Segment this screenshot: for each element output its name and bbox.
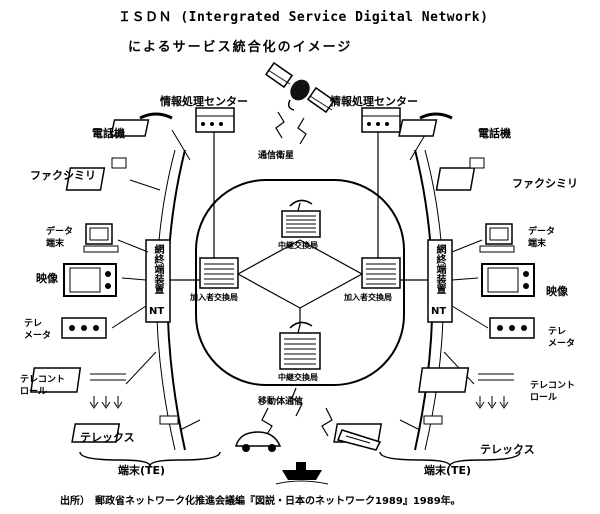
nt-right-label: 網終端装置 (434, 244, 445, 294)
nt-right-box (427, 239, 453, 323)
exchange-links (237, 239, 364, 309)
right-telemeter-icon (489, 317, 535, 339)
ship-icon (275, 462, 329, 485)
left-telemeter-icon (61, 317, 107, 339)
left-telex-icon (71, 415, 179, 443)
info-center-left-label: 情報処理センター (160, 95, 248, 108)
te-brace-left (79, 451, 221, 467)
left-telecontrol-icon (30, 367, 126, 409)
satellite-icon (264, 61, 336, 114)
satellite-label: 通信衛星 (258, 151, 295, 161)
right-fax-icon (435, 157, 485, 191)
right-fax-label: ファクシミリ (512, 177, 578, 190)
left-data-terminal-icon (83, 223, 119, 253)
relay-exchange-top-icon (281, 199, 321, 238)
info-center-right-icon (361, 107, 401, 133)
nt-left-label: 網終端装置 (152, 244, 163, 294)
right-phone-label: 電話機 (478, 127, 511, 140)
mobile-signal (291, 387, 303, 417)
mobile-comm-label: 移動体通信 (258, 397, 304, 407)
right-video-icon (481, 263, 535, 297)
left-telemeter-label: テレ メータ (24, 319, 52, 341)
page-subtitle: によるサービス統合化のイメージ (128, 40, 353, 55)
relay-exchange-bottom-label: 中継交換局 (278, 373, 318, 382)
left-phone-label: 電話機 (92, 127, 125, 140)
right-data-terminal-label: データ 端末 (528, 227, 556, 249)
local-exchange-right-label: 加入者交換局 (344, 293, 392, 302)
central-network (195, 179, 405, 386)
local-exchange-left-icon (199, 257, 239, 289)
left-fax-icon (65, 157, 127, 191)
page-title: ＩＳＤＮ (Intergrated Service Digital Networ… (118, 10, 489, 25)
right-telex-label: テレックス (480, 443, 535, 456)
info-center-right-label: 情報処理センター (330, 95, 418, 108)
right-telecontrol-label: テレコント ロール (530, 381, 576, 403)
right-telemeter-label: テレ メータ (548, 327, 576, 349)
train-icon (336, 429, 382, 451)
relay-exchange-top-label: 中継交換局 (278, 241, 318, 250)
left-data-terminal-label: データ 端末 (46, 227, 74, 249)
left-video-icon (63, 263, 117, 297)
info-center-left-icon (195, 107, 235, 133)
left-fax-label: ファクシミリ (30, 169, 96, 182)
left-telex-label: テレックス (80, 431, 135, 444)
right-video-label: 映像 (546, 285, 568, 298)
nt-left-box (145, 239, 171, 323)
right-data-terminal-icon (479, 223, 515, 253)
local-exchange-right-icon (361, 257, 401, 289)
source-note: 出所） 郵政省ネットワーク化推進会議編『図説・日本のネットワーク1989』198… (60, 496, 461, 507)
left-phone-icon (110, 112, 173, 137)
terminal-right-label: 端末(TE) (424, 464, 472, 477)
signal-left (275, 111, 285, 139)
left-video-label: 映像 (36, 272, 58, 285)
nt-right-code: NT (431, 306, 447, 317)
nt-left-code: NT (149, 306, 165, 317)
relay-exchange-bottom-icon (279, 321, 321, 370)
signal-right (297, 117, 307, 145)
left-device-links (111, 129, 201, 431)
terminal-left-label: 端末(TE) (118, 464, 166, 477)
left-telecontrol-label: テレコント ロール (20, 375, 66, 397)
right-telecontrol-icon (418, 367, 514, 409)
local-exchange-left-label: 加入者交換局 (190, 293, 238, 302)
te-brace-right (379, 451, 521, 467)
right-phone-icon (398, 112, 453, 137)
car-icon (235, 431, 282, 452)
